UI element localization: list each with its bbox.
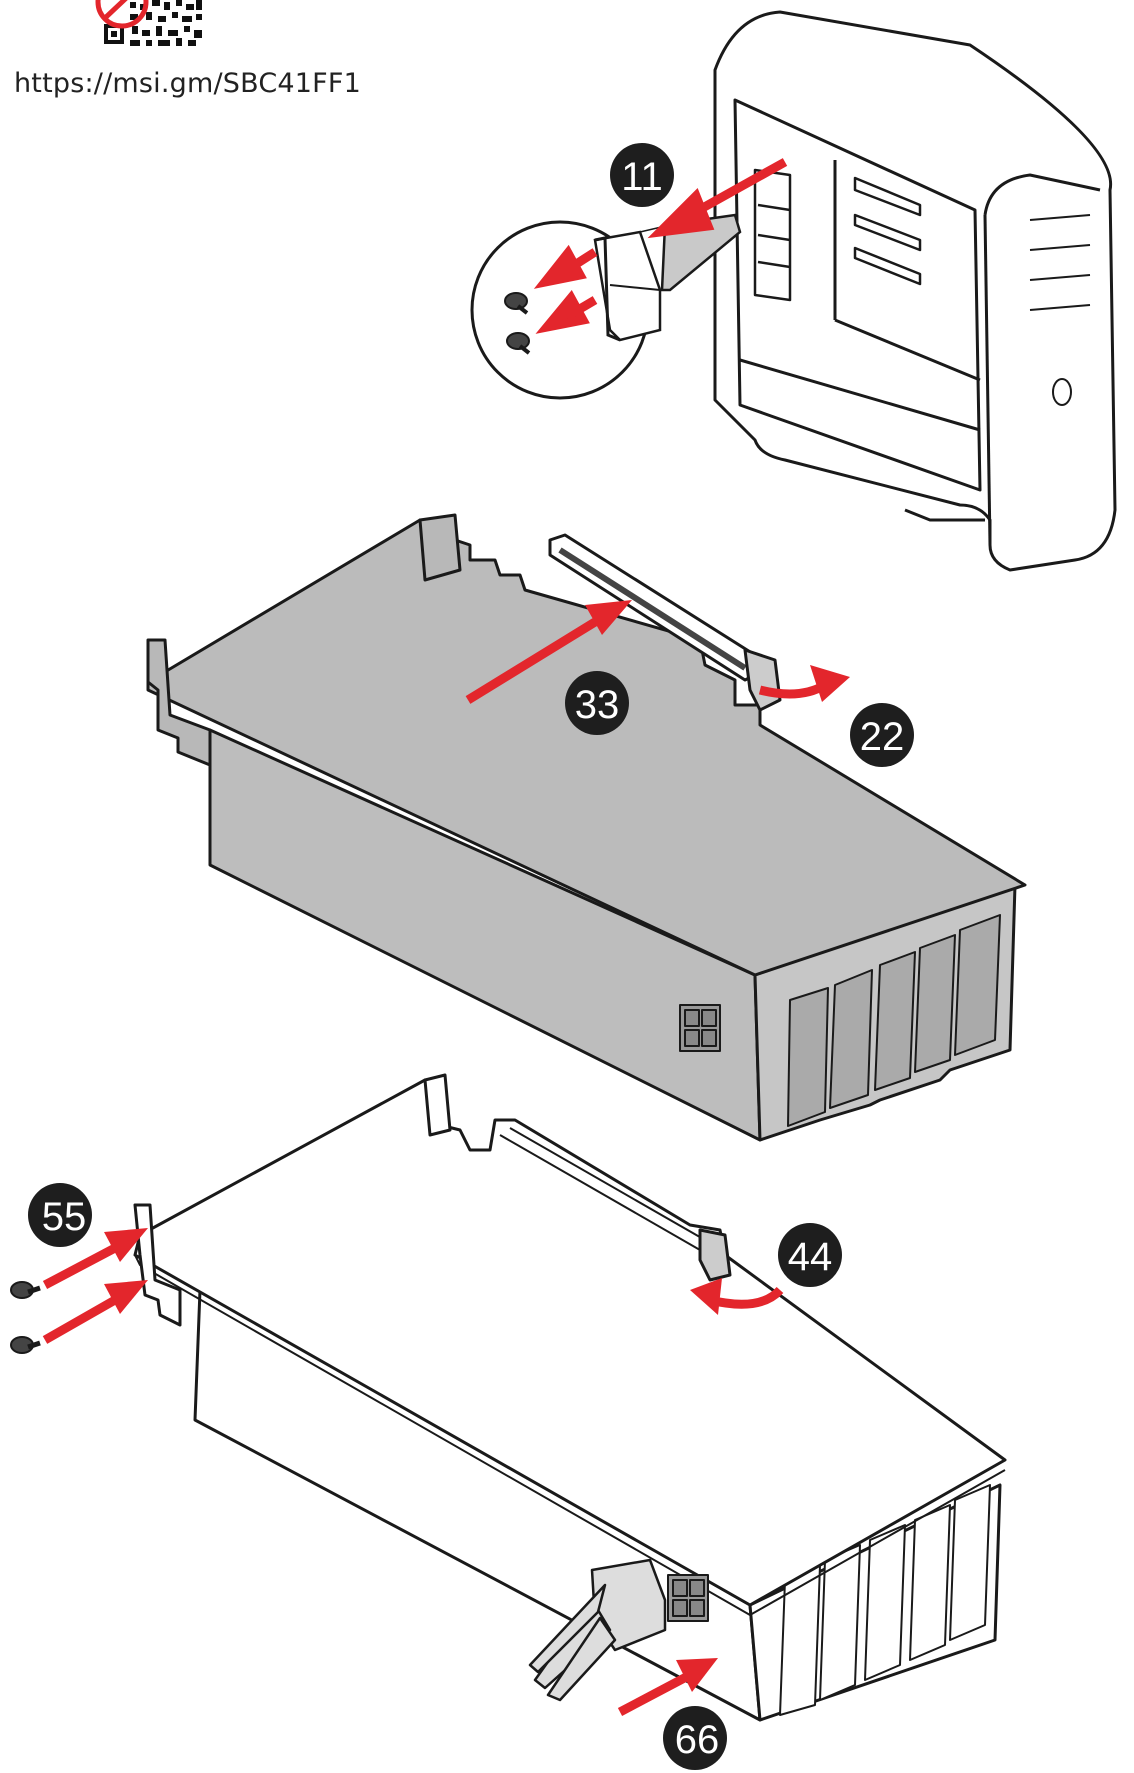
screw-icon	[506, 332, 531, 355]
step-badge-4: 44	[778, 1223, 842, 1287]
step-label-6: 66	[675, 1718, 720, 1762]
arrow-icon	[104, 1280, 148, 1314]
arrow-icon	[690, 1278, 722, 1315]
qr-url[interactable]: https://msi.gm/SBC41FF1	[14, 68, 362, 99]
step-badge-6: 66	[663, 1706, 727, 1770]
arrow-icon	[585, 600, 632, 635]
no-entry-icon	[95, 0, 149, 29]
arrow-icon	[465, 618, 598, 704]
arrow-icon	[104, 1228, 148, 1262]
arrow-icon	[617, 1671, 693, 1716]
screw-icon	[10, 1336, 41, 1354]
step-label-5: 55	[42, 1195, 87, 1239]
step-label-2: 22	[860, 715, 905, 759]
step-label-4: 44	[788, 1235, 833, 1279]
screw-icon	[504, 292, 529, 315]
step-label-1: 11	[621, 155, 663, 199]
arrow-icon	[533, 158, 788, 334]
step-badge-3: 33	[565, 671, 629, 735]
graphics-card-gray	[146, 513, 1027, 1142]
pc-case	[713, 10, 1117, 572]
step-badge-1: 11	[610, 143, 674, 207]
step-badge-2: 22	[850, 703, 914, 767]
step-label-3: 33	[575, 683, 620, 727]
graphics-card-white	[133, 1073, 1007, 1722]
arrow-icon	[810, 665, 850, 702]
qr-code-icon	[95, 0, 204, 48]
arrow-icon	[42, 1244, 118, 1344]
arrow-icon	[676, 1658, 718, 1692]
screw-icon	[10, 1281, 41, 1299]
step-badge-5: 55	[28, 1183, 92, 1247]
